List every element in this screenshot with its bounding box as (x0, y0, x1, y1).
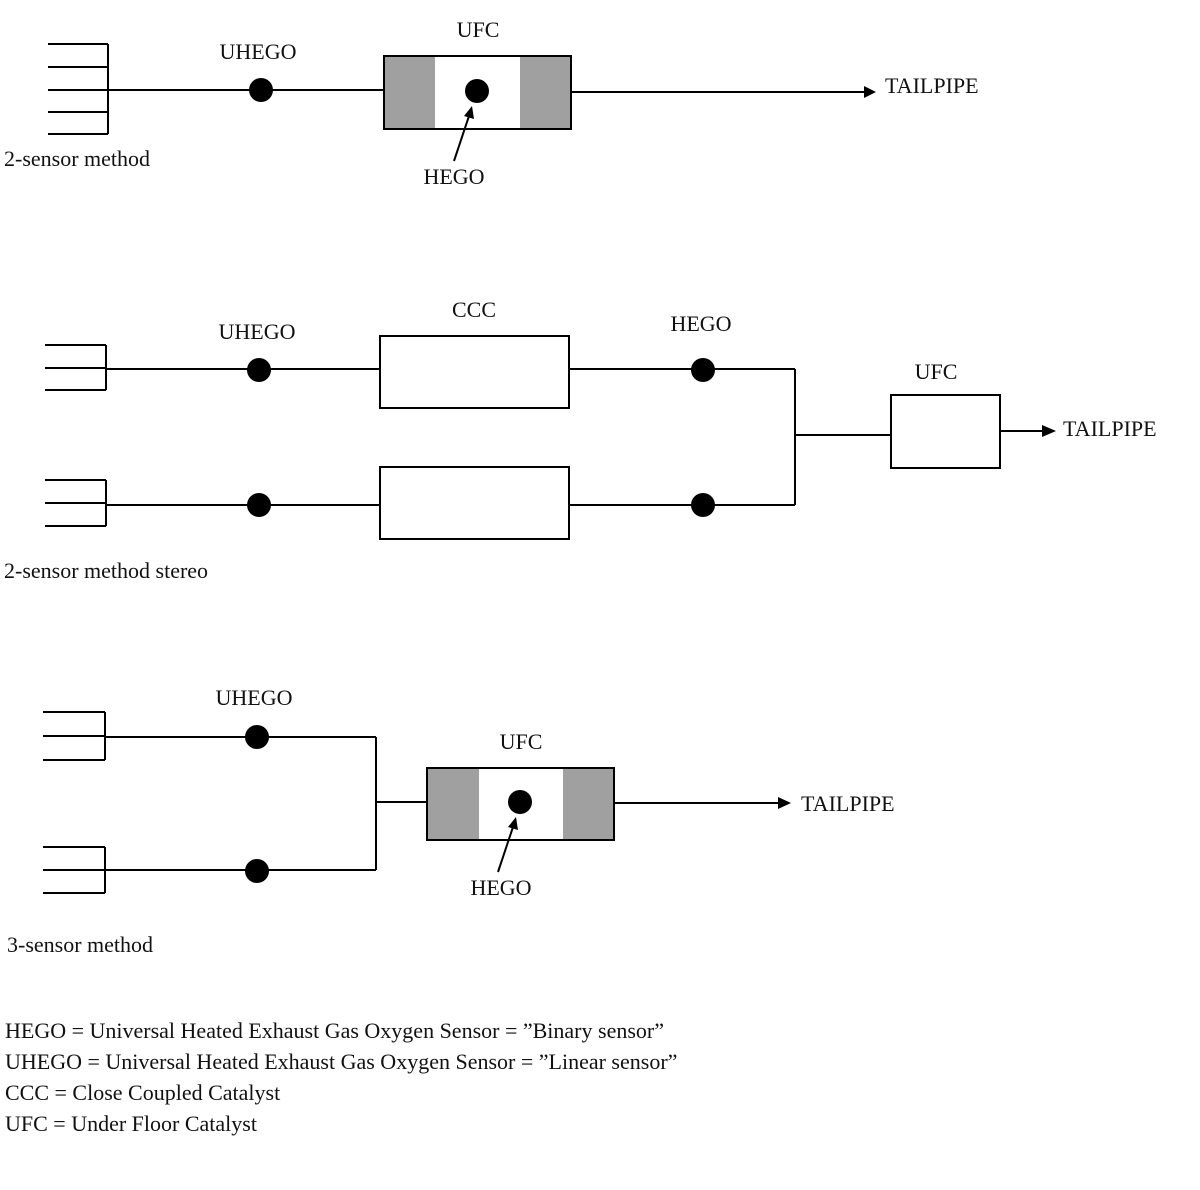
ufc-label: UFC (457, 17, 500, 42)
hego-sensor (508, 790, 532, 814)
uhego-sensor-lower (245, 859, 269, 883)
uhego-sensor (249, 78, 273, 102)
hego-label: HEGO (470, 875, 531, 900)
diagram-3-sensor-method: UHEGO UFC HEGO TAILPIPE 3-sensor method (7, 685, 895, 957)
engine-manifold-icon-upper (45, 344, 107, 391)
ccc-catalyst-box-upper (379, 335, 570, 409)
hego-sensor-upper (691, 358, 715, 382)
uhego-label: UHEGO (216, 685, 293, 710)
legend-uhego: UHEGO = Universal Heated Exhaust Gas Oxy… (5, 1049, 678, 1074)
ccc-catalyst-box-lower (379, 466, 570, 540)
diagram-2-sensor-method-stereo: UHEGO CCC HEGO UFC TAILPIPE 2-sensor met… (4, 297, 1157, 583)
uhego-label: UHEGO (220, 39, 297, 64)
tailpipe-label: TAILPIPE (1063, 416, 1157, 441)
tailpipe-label: TAILPIPE (801, 791, 895, 816)
engine-manifold-icon-lower (43, 846, 106, 894)
engine-manifold-icon-lower (45, 479, 107, 527)
diagram-2-sensor-method: UHEGO UFC HEGO TAILPIPE 2-sensor method (4, 17, 979, 189)
uhego-label: UHEGO (219, 319, 296, 344)
tailpipe-arrow-icon (778, 797, 791, 809)
uhego-sensor-lower (247, 493, 271, 517)
hego-sensor (465, 79, 489, 103)
ufc-catalyst-box (890, 394, 1001, 469)
hego-pointer-arrow (497, 826, 514, 873)
hego-label: HEGO (670, 311, 731, 336)
hego-label: HEGO (423, 164, 484, 189)
diagram-caption: 2-sensor method stereo (4, 558, 208, 583)
diagram-caption: 3-sensor method (7, 932, 153, 957)
uhego-sensor-upper (247, 358, 271, 382)
legend-hego: HEGO = Universal Heated Exhaust Gas Oxyg… (5, 1018, 664, 1043)
ufc-label: UFC (915, 359, 958, 384)
ccc-label: CCC (452, 297, 496, 322)
engine-manifold-icon-upper (43, 711, 106, 761)
abbreviation-legend: HEGO = Universal Heated Exhaust Gas Oxyg… (5, 1015, 1005, 1139)
hego-sensor-lower (691, 493, 715, 517)
ufc-label: UFC (500, 729, 543, 754)
engine-manifold-icon (48, 43, 109, 135)
uhego-sensor-upper (245, 725, 269, 749)
tailpipe-label: TAILPIPE (885, 73, 979, 98)
hego-pointer-arrow (453, 115, 470, 162)
legend-ufc: UFC = Under Floor Catalyst (5, 1111, 257, 1136)
tailpipe-arrow-icon (1042, 425, 1056, 437)
legend-ccc: CCC = Close Coupled Catalyst (5, 1080, 281, 1105)
tailpipe-arrow-icon (864, 86, 876, 98)
diagram-caption: 2-sensor method (4, 146, 150, 171)
